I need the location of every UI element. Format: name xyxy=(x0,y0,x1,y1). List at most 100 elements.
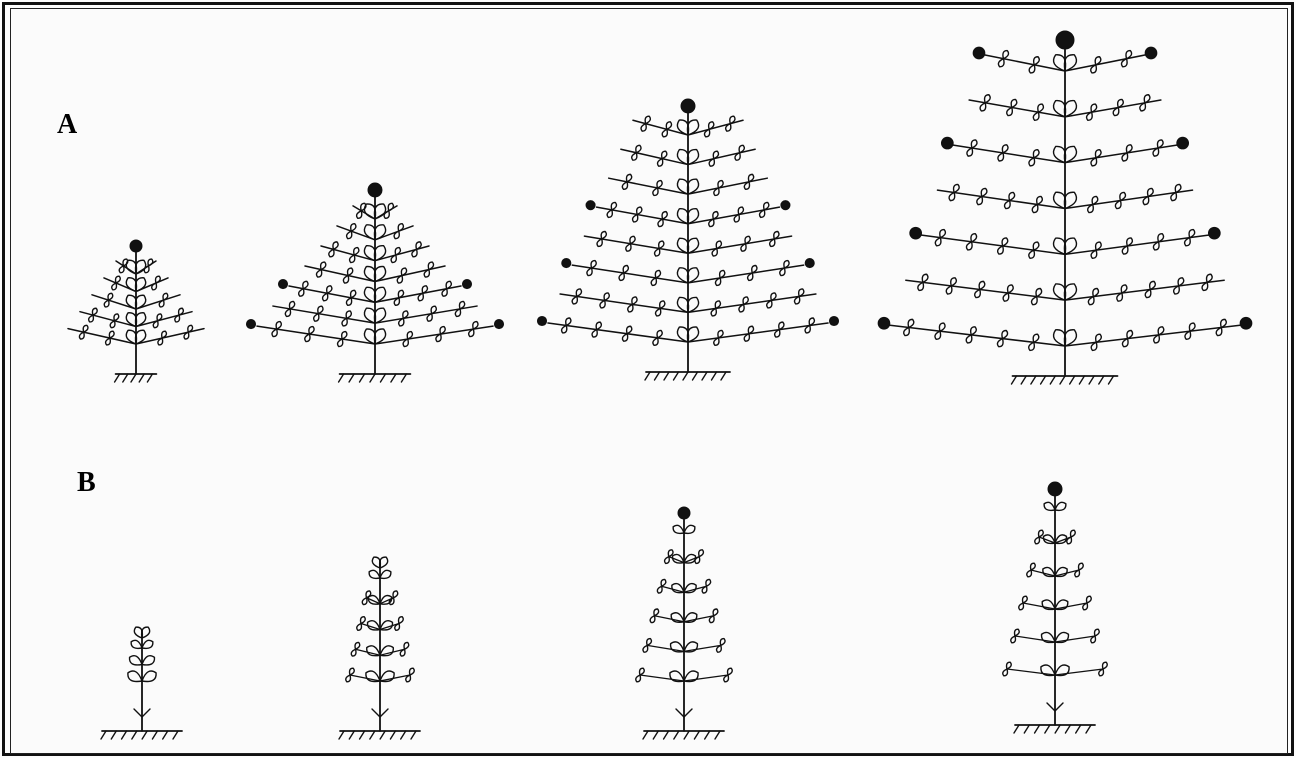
ground-hatch xyxy=(1012,376,1017,384)
leaf-lobe xyxy=(128,671,142,681)
terminal-bud xyxy=(278,279,287,288)
leaf-lobe xyxy=(998,153,1004,161)
leaf-lobe xyxy=(713,609,718,616)
leaf-lobe xyxy=(591,261,596,268)
terminal-bud xyxy=(941,137,953,149)
leaf-lobe xyxy=(640,668,645,675)
leaf-lobe xyxy=(1029,342,1035,350)
leaf-lobe xyxy=(645,116,650,123)
leaf-lobe xyxy=(1064,284,1076,300)
leaf-lobe xyxy=(1031,563,1036,570)
leaf-lobe xyxy=(303,281,308,288)
ground-hatch xyxy=(401,731,406,739)
leaf-lobe xyxy=(346,311,351,318)
leaf-lobe xyxy=(626,174,631,181)
leaf-lobe xyxy=(626,244,631,251)
plant-b-4 xyxy=(1003,482,1107,733)
ground-hatch xyxy=(349,374,354,382)
leaf-lobe xyxy=(728,668,733,675)
ground-hatch xyxy=(1070,376,1075,384)
terminal-bud xyxy=(805,259,814,268)
leaf-lobe xyxy=(908,319,914,327)
ground-hatch xyxy=(655,372,660,380)
branch-right xyxy=(136,295,180,309)
ground-hatch xyxy=(712,372,717,380)
leaf-lobe xyxy=(662,151,667,158)
leaf-lobe xyxy=(1054,284,1066,300)
ground-hatch xyxy=(370,374,375,382)
leaf-lobe xyxy=(940,230,946,238)
leaf-lobe xyxy=(1023,596,1028,603)
leaf-lobe xyxy=(967,148,973,156)
panel-label-b: B xyxy=(77,469,96,497)
panel-label-a: A xyxy=(57,111,77,139)
leaf-lobe xyxy=(1002,238,1008,246)
leaf-lobe xyxy=(654,609,659,616)
leaf-lobe xyxy=(142,656,154,665)
leaf-lobe xyxy=(657,586,662,593)
plant-b-1 xyxy=(101,627,182,739)
leaf-lobe xyxy=(998,59,1004,67)
leaf-lobe xyxy=(954,184,960,192)
leaf-lobe xyxy=(123,259,128,266)
leaf-lobe xyxy=(1079,563,1084,570)
leaf-lobe xyxy=(636,145,641,152)
leaf-lobe xyxy=(601,231,606,238)
leaf-lobe xyxy=(357,211,362,218)
leaf-lobe xyxy=(354,248,359,255)
side-twig xyxy=(1023,603,1055,609)
terminal-bud xyxy=(562,259,571,268)
leaf-lobe xyxy=(1064,238,1076,254)
leaf-lobe xyxy=(380,570,391,578)
leaf-lobe xyxy=(971,140,977,148)
leaf-lobe xyxy=(643,645,648,652)
leaf-lobe xyxy=(1035,537,1040,544)
side-twig xyxy=(640,675,684,681)
ground-hatch xyxy=(664,731,669,739)
leaf-lobe xyxy=(632,153,637,160)
leaf-lobe xyxy=(666,122,671,129)
branch-left xyxy=(985,55,1065,71)
leaf-lobe xyxy=(1054,330,1066,346)
leaf-lobe xyxy=(1029,250,1035,258)
side-twig xyxy=(356,649,381,655)
leaf-lobe xyxy=(659,241,664,248)
ground-hatch xyxy=(1079,376,1084,384)
ground-hatch xyxy=(721,372,726,380)
leaf-lobe xyxy=(369,570,380,578)
ground-hatch xyxy=(1031,376,1036,384)
leaf-lobe xyxy=(658,219,663,226)
leaf-lobe xyxy=(388,203,393,210)
terminal-bud xyxy=(130,240,142,252)
cotyledon xyxy=(142,709,150,717)
terminal-bud xyxy=(1177,137,1189,149)
leaf-lobe xyxy=(348,268,353,275)
leaf-lobe xyxy=(1054,238,1066,254)
leaf-lobe xyxy=(1064,330,1076,346)
terminal-bud xyxy=(1145,47,1157,59)
ground-hatch xyxy=(702,372,707,380)
leaf-lobe xyxy=(119,266,124,273)
leaf-lobe xyxy=(79,332,84,339)
leaf-lobe xyxy=(393,591,398,598)
leaf-lobe xyxy=(951,278,957,286)
ground-hatch xyxy=(142,731,147,739)
ground-hatch xyxy=(131,374,136,382)
leaf-lobe xyxy=(1103,662,1108,669)
plant-b-3 xyxy=(636,507,732,739)
leaf-lobe xyxy=(1019,603,1024,610)
terminal-bud xyxy=(1208,227,1220,239)
leaf-lobe xyxy=(918,282,924,290)
plant-a-1 xyxy=(68,240,204,382)
leaf-lobe xyxy=(636,675,641,682)
leaf-lobe xyxy=(1039,530,1044,537)
cotyledon xyxy=(134,709,142,717)
leaf-lobe xyxy=(338,339,343,346)
leaf-lobe xyxy=(1005,201,1011,209)
leaf-lobe xyxy=(347,231,352,238)
side-twig xyxy=(647,645,684,651)
ground-hatch xyxy=(380,374,385,382)
leaf-lobe xyxy=(316,270,321,277)
ground-hatch xyxy=(111,731,116,739)
